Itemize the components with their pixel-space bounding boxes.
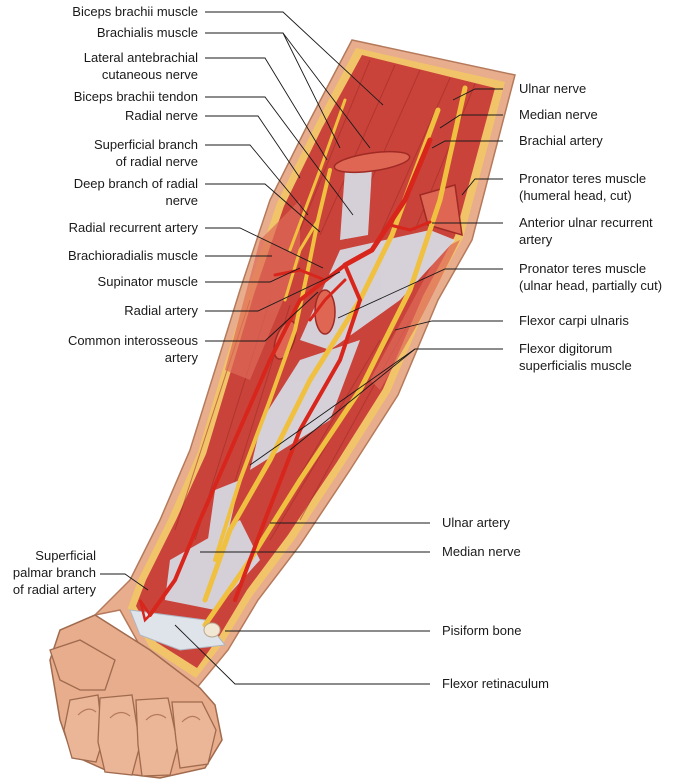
label-flexor-carpi-ulnaris: Flexor carpi ulnaris [519, 313, 629, 328]
label-anterior-ulnar-recurrent-1: Anterior ulnar recurrent [519, 215, 653, 230]
forearm-illustration [49, 39, 516, 779]
pronator-teres-ulnar-cut [314, 289, 336, 335]
label-biceps-brachii-tendon: Biceps brachii tendon [74, 89, 198, 104]
label-lateral-antebrachial-1: Lateral antebrachial [84, 50, 198, 65]
finger-ring [135, 697, 179, 777]
label-common-interosseous-2: artery [165, 350, 199, 365]
label-anterior-ulnar-recurrent-2: artery [519, 232, 553, 247]
label-flexor-digitorum-1: Flexor digitorum [519, 341, 612, 356]
label-superficial-palmar-3: of radial artery [13, 582, 97, 597]
label-pisiform-bone: Pisiform bone [442, 623, 521, 638]
ulnar-artery-path [233, 263, 363, 602]
label-supinator-muscle: Supinator muscle [98, 274, 198, 289]
finger-index [63, 694, 104, 763]
pisiform-bone-shape [203, 622, 221, 638]
label-pronator-ulnar-1: Pronator teres muscle [519, 261, 646, 276]
label-biceps-brachii-muscle: Biceps brachii muscle [72, 4, 198, 19]
label-deep-branch-1: Deep branch of radial [74, 176, 198, 191]
label-brachial-artery: Brachial artery [519, 133, 603, 148]
label-brachialis-muscle: Brachialis muscle [97, 25, 198, 40]
supinator-cut [273, 320, 297, 360]
radial-recurrent-artery-path [273, 268, 327, 282]
label-median-nerve-bottom: Median nerve [442, 544, 521, 559]
label-brachioradialis-muscle: Brachioradialis muscle [68, 248, 198, 263]
finger-middle [97, 694, 141, 776]
interosseous-artery-path [308, 278, 347, 322]
finger-little [171, 701, 217, 769]
label-ulnar-artery: Ulnar artery [442, 515, 510, 530]
label-superficial-branch-1: Superficial branch [94, 137, 198, 152]
label-superficial-palmar-1: Superficial [35, 548, 96, 563]
right-labels: Ulnar nerve Median nerve Brachial artery… [442, 81, 662, 691]
label-superficial-branch-2: of radial nerve [116, 154, 198, 169]
label-radial-artery: Radial artery [124, 303, 198, 318]
brachioradialis-highlight [225, 200, 300, 380]
label-median-nerve-top: Median nerve [519, 107, 598, 122]
arteries [138, 137, 433, 623]
label-radial-nerve: Radial nerve [125, 108, 198, 123]
label-ulnar-nerve: Ulnar nerve [519, 81, 586, 96]
label-lateral-antebrachial-2: cutaneous nerve [102, 67, 198, 82]
label-flexor-digitorum-2: superficialis muscle [519, 358, 632, 373]
knuckle-shadows [77, 708, 201, 723]
palmar-branch-path [138, 599, 157, 623]
label-pronator-humeral-1: Pronator teres muscle [519, 171, 646, 186]
thumb [49, 639, 116, 691]
label-superficial-palmar-2: palmar branch [13, 565, 96, 580]
flexor-carpi-ulnaris-highlight [370, 240, 460, 390]
deep-radial-branch-path [283, 218, 320, 302]
flexor-retinaculum-band [129, 609, 226, 651]
radial-artery-path [148, 263, 347, 617]
label-flexor-retinaculum: Flexor retinaculum [442, 676, 549, 691]
label-common-interosseous-1: Common interosseous [68, 333, 199, 348]
label-pronator-ulnar-2: (ulnar head, partially cut) [519, 278, 662, 293]
leader-lines [100, 11, 503, 685]
biceps-cut-end [333, 150, 411, 174]
anterior-ulnar-recurrent-path [388, 220, 432, 232]
left-labels: Biceps brachii muscle Brachialis muscle … [13, 4, 199, 597]
label-radial-recurrent-artery: Radial recurrent artery [69, 220, 199, 235]
label-pronator-humeral-2: (humeral head, cut) [519, 188, 632, 203]
hand-fist [49, 614, 223, 779]
label-deep-branch-2: nerve [165, 193, 198, 208]
